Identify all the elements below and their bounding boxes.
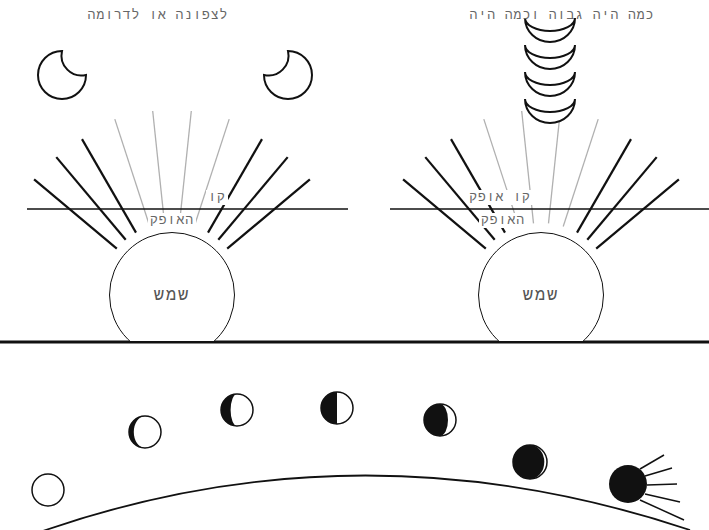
crescent-moon: [525, 72, 575, 96]
horizon-line: [27, 208, 348, 210]
horizon-label: האופק: [479, 213, 527, 228]
horizon-label: האופק: [148, 213, 196, 228]
moon-shadow: [513, 445, 544, 479]
sun-ray: [82, 139, 136, 233]
earth-arc: [40, 475, 690, 530]
sun-ray: [549, 111, 561, 223]
sun-circle: שמש: [109, 232, 235, 341]
sun-label: שמש: [154, 286, 191, 305]
crescent-moon: [525, 45, 575, 69]
sun-ray: [227, 179, 310, 248]
moon-phase: [321, 392, 353, 424]
crescent-moon: [525, 99, 575, 123]
sun-ray: [563, 119, 598, 226]
sun-ray: [115, 119, 150, 226]
moon-phase: [424, 404, 456, 436]
sun-ray: [180, 111, 192, 223]
sun-circle: שמש: [478, 232, 604, 341]
top-panel: שמש שמש לצפונה או לדרומה כמה היה גבוה וכמה …: [0, 0, 709, 341]
horizon-label: קו אופק: [467, 190, 533, 205]
moon-phase: [221, 394, 253, 426]
crescent-moon: [264, 51, 312, 99]
sun-ray: [522, 111, 534, 223]
crescent-moon: [38, 51, 86, 99]
sun-ray: [484, 119, 519, 226]
separator-line: [0, 341, 709, 344]
sun-ray: [596, 179, 679, 248]
sun-ray: [153, 111, 165, 223]
moon-shadow: [321, 392, 337, 424]
horizon-label: קו: [206, 190, 228, 205]
panel-title: כמה היה גבוה וכמה היה: [470, 8, 655, 23]
sun-rays: [34, 111, 679, 249]
sun-label: שמש: [523, 286, 560, 305]
panel-title: לצפונה או לדרומה: [88, 8, 229, 23]
sun-ray: [194, 119, 229, 226]
full-moon: [32, 474, 64, 506]
moon-shadow: [129, 416, 145, 448]
moon-shadow: [221, 394, 237, 426]
moon-shadow: [424, 404, 448, 436]
moon-phase: [513, 445, 547, 479]
moon-phase: [129, 416, 161, 448]
horizon-line: [390, 208, 709, 210]
new-moon: [609, 465, 647, 503]
